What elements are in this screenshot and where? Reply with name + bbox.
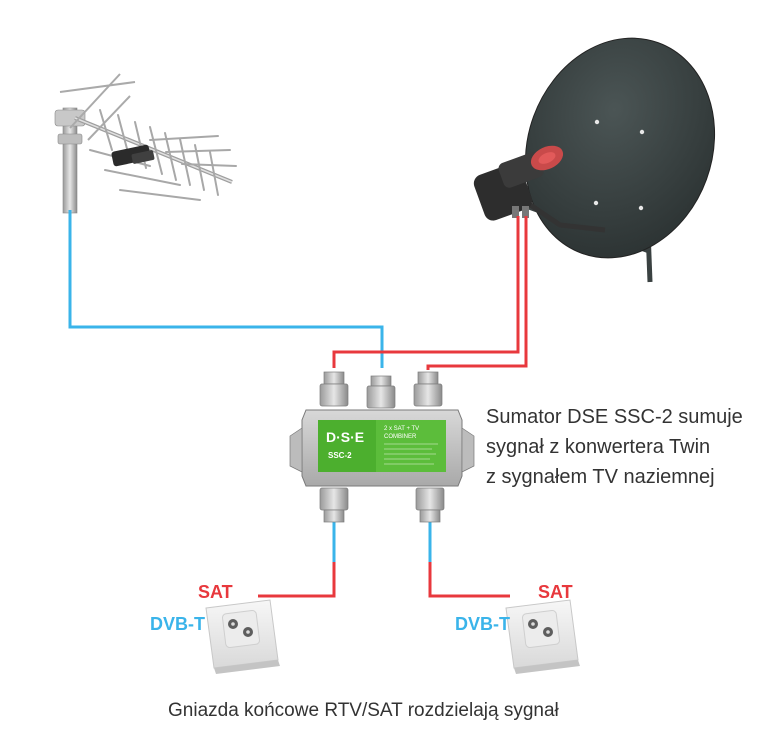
wall-outlet-left (205, 599, 280, 674)
description-line-1: Sumator DSE SSC-2 sumuje (486, 406, 743, 428)
cable-out-right-red (428, 562, 510, 598)
device-panel-subtitle: COMBINER (384, 434, 417, 440)
outlet-right-dvbt-label: DVB-T (455, 614, 510, 634)
combiner-device: D·S·E SSC-2 2 x SAT + TV COMBINER (289, 371, 475, 523)
cable-out-left-red (258, 562, 336, 598)
tv-antenna (54, 73, 237, 214)
diagram-caption: Gniazda końcowe RTV/SAT rozdzielają sygn… (168, 700, 559, 721)
lnb-twin-converter (473, 145, 564, 221)
cable-sat-1 (332, 216, 520, 368)
wall-outlet-right (505, 599, 580, 674)
cable-tv-antenna (68, 210, 384, 368)
cables (68, 210, 528, 598)
description-line-2: sygnał z konwertera Twin (486, 436, 711, 458)
outlet-left-dvbt-label: DVB-T (150, 614, 205, 634)
device-brand: D·S·E (326, 429, 364, 445)
device-panel-title: 2 x SAT + TV (384, 426, 419, 432)
description-line-3: z sygnałem TV naziemnej (486, 466, 715, 488)
satellite-dish (473, 37, 716, 283)
outlet-right-sat-label: SAT (538, 582, 573, 602)
outlet-left-sat-label: SAT (198, 582, 233, 602)
cable-sat-2 (426, 216, 528, 370)
device-model: SSC-2 (328, 451, 352, 460)
